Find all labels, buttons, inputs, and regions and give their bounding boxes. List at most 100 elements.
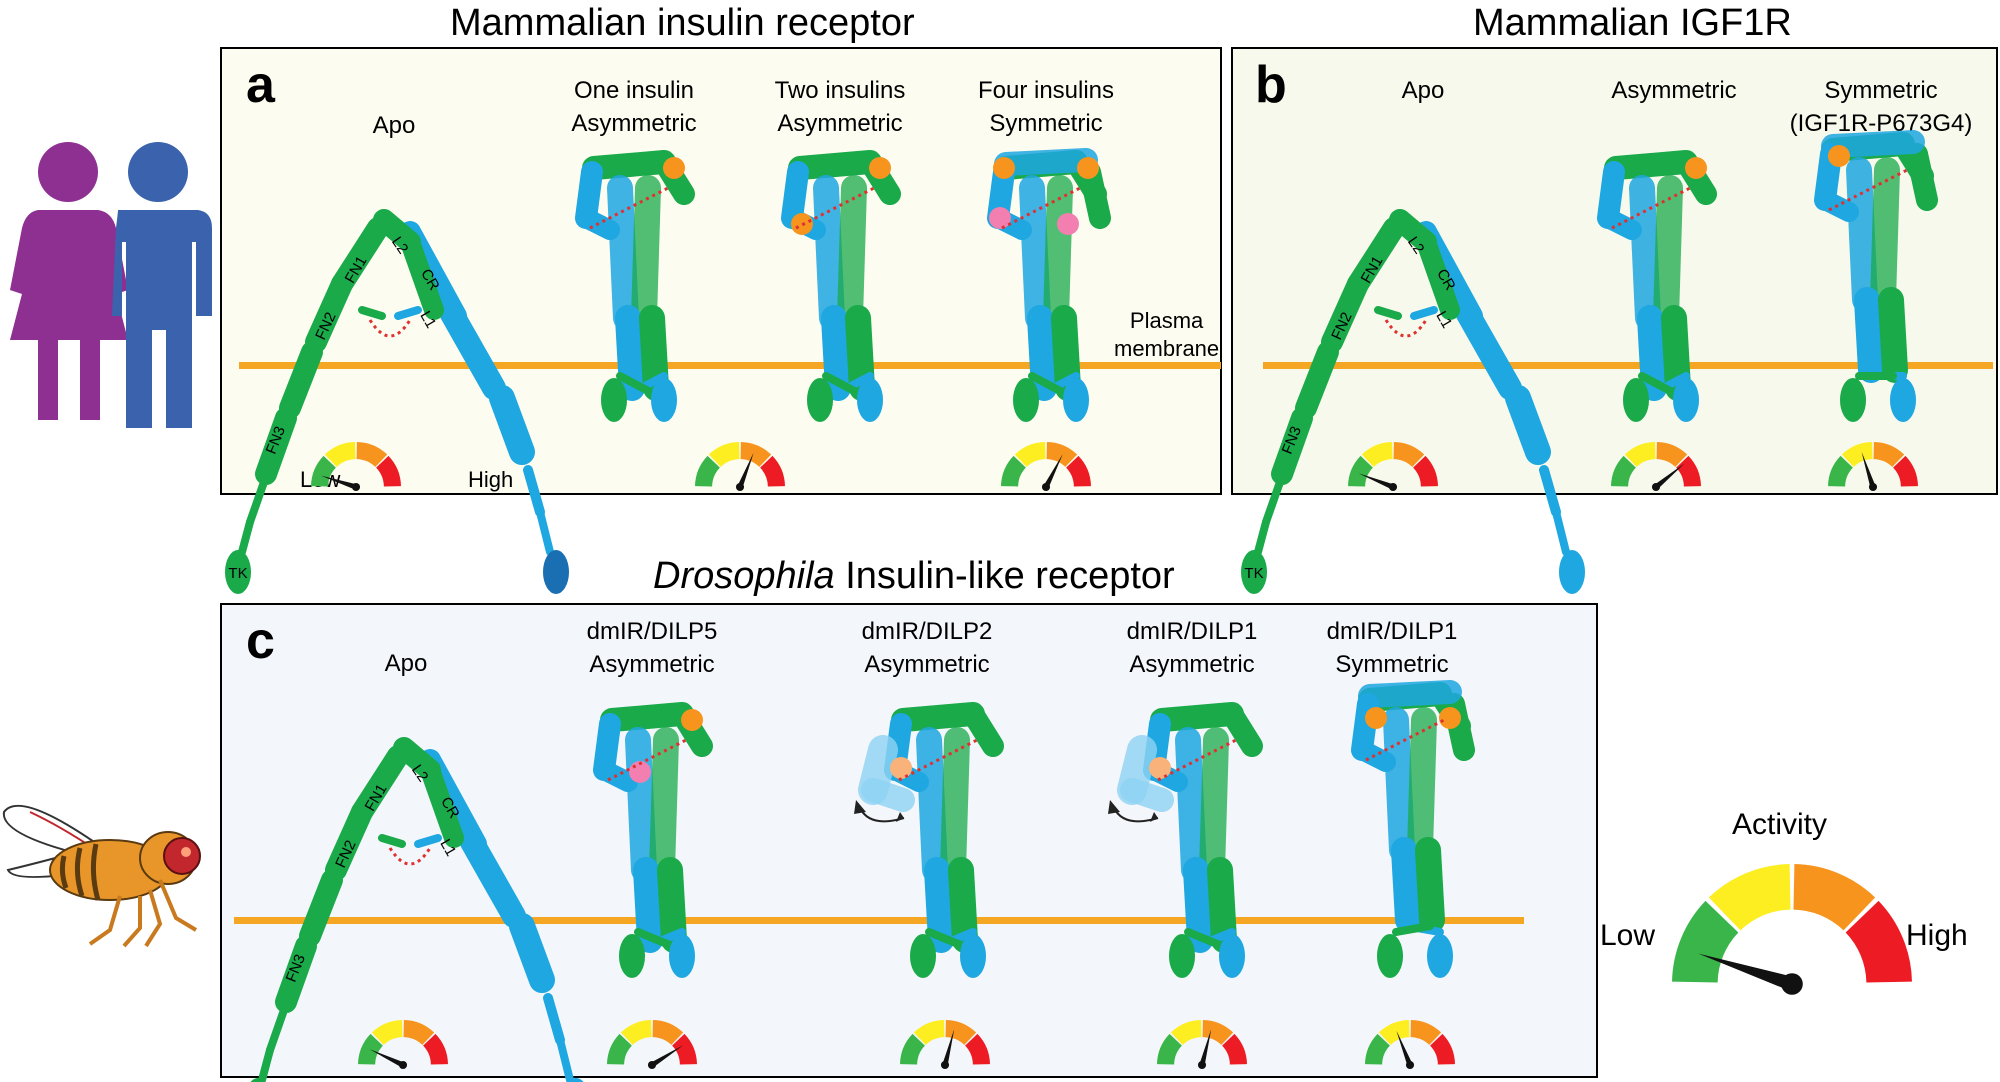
gauge-segment bbox=[1624, 442, 1656, 467]
receptor-segment bbox=[1870, 157, 1900, 313]
receptor-segment bbox=[509, 913, 555, 993]
receptor-segment bbox=[916, 727, 948, 883]
gauge-segment bbox=[1676, 455, 1701, 487]
rotation-arrowheads bbox=[854, 800, 1158, 822]
gauge-needle bbox=[1043, 454, 1063, 489]
receptor-segment bbox=[394, 306, 422, 320]
receptor-segment bbox=[351, 745, 409, 823]
receptor-segment bbox=[325, 801, 373, 881]
receptor-segment bbox=[994, 148, 1098, 176]
domain-label-l1: L1 bbox=[1432, 308, 1455, 331]
domain-label-l2: L2 bbox=[388, 234, 411, 257]
gauge-segment bbox=[1001, 455, 1026, 487]
gauge-segment bbox=[1378, 1020, 1410, 1045]
receptor-segment bbox=[1638, 372, 1680, 398]
gauge-segment bbox=[1046, 442, 1078, 467]
gauge-segment bbox=[965, 1033, 990, 1065]
receptor-segment bbox=[1271, 407, 1313, 485]
gauge-segment bbox=[1656, 442, 1688, 467]
gauge-c-3 bbox=[900, 1020, 990, 1070]
receptor-segment bbox=[822, 372, 864, 398]
receptor-segment bbox=[1183, 857, 1213, 953]
gauge-c-2 bbox=[607, 1020, 697, 1070]
ligand bbox=[1365, 707, 1387, 729]
ligand bbox=[1077, 157, 1099, 179]
gauge-b-3 bbox=[1828, 442, 1918, 492]
gauge-b-2 bbox=[1611, 442, 1701, 492]
receptor-apo bbox=[250, 737, 584, 1082]
disulfide-bond bbox=[607, 738, 687, 782]
disulfide-bond bbox=[1611, 186, 1691, 230]
receptor-segment bbox=[615, 305, 645, 401]
gauge-segment bbox=[1410, 1020, 1442, 1045]
disulfide-bond bbox=[1365, 718, 1445, 762]
gauge-segment bbox=[1708, 864, 1791, 931]
receptor-segment bbox=[1038, 372, 1080, 398]
tk-domain-green bbox=[807, 378, 833, 422]
receptor-segment bbox=[440, 302, 506, 400]
receptor-segment bbox=[1821, 130, 1925, 158]
gauge-segment bbox=[1672, 900, 1739, 983]
receptor-segment bbox=[657, 857, 687, 953]
panel-b-state-apo: Apo bbox=[1401, 77, 1445, 104]
tk-domain-blue bbox=[651, 378, 677, 422]
panel-b-plasma-membrane bbox=[1263, 362, 1993, 369]
receptor-active bbox=[781, 150, 901, 422]
gauge-pivot bbox=[940, 1060, 950, 1070]
gauge-pivot bbox=[1781, 973, 1803, 995]
ligand bbox=[663, 157, 685, 179]
receptor-segment bbox=[924, 857, 954, 953]
gauge-segment bbox=[324, 442, 356, 467]
gauge-segment bbox=[1873, 442, 1905, 467]
receptor-active bbox=[1351, 680, 1475, 978]
receptor-segment bbox=[1028, 372, 1070, 398]
receptor-apo bbox=[1241, 209, 1585, 594]
receptor-segment bbox=[1637, 305, 1667, 401]
gauge-segment bbox=[740, 442, 772, 467]
disulfide-bond bbox=[1384, 319, 1428, 338]
receptor-segment bbox=[616, 372, 658, 398]
gauge-segment bbox=[1430, 1033, 1455, 1065]
gauge-needle bbox=[942, 1029, 955, 1066]
receptor-segment bbox=[832, 372, 874, 398]
receptor-segment bbox=[607, 175, 639, 331]
gauge-b-1 bbox=[1348, 442, 1438, 492]
gauge-pivot bbox=[1197, 1060, 1207, 1070]
gauge-segment bbox=[423, 1033, 448, 1065]
legend-activity-title: Activity bbox=[1732, 808, 1828, 841]
panel-a-plasma-membrane bbox=[239, 362, 1221, 369]
receptor-segment bbox=[266, 1006, 288, 1054]
tk-domain-green bbox=[250, 1078, 266, 1082]
receptor-segment bbox=[1120, 778, 1174, 812]
receptor-segment bbox=[1374, 306, 1402, 320]
disulfide-bond bbox=[1157, 738, 1237, 782]
domain-label-l1: L1 bbox=[436, 836, 459, 859]
gauge-needle bbox=[1199, 1029, 1212, 1066]
gauge-segment bbox=[1365, 1033, 1390, 1065]
receptor-segment bbox=[813, 175, 845, 331]
panel-a-state-apo: Apo bbox=[372, 112, 416, 139]
receptor-segment bbox=[1207, 857, 1237, 953]
gauge-segment bbox=[1413, 455, 1438, 487]
title-mammalian-insulin-receptor: Mammalian insulin receptor bbox=[450, 2, 915, 44]
gauge-pivot bbox=[647, 1060, 657, 1070]
ligand bbox=[1685, 157, 1707, 179]
gauge-segment bbox=[1793, 864, 1876, 931]
gauge-segment bbox=[900, 1033, 925, 1065]
tk-domain-blue bbox=[1427, 934, 1453, 978]
receptor-active bbox=[1597, 150, 1717, 422]
gauge-c-5 bbox=[1365, 1020, 1455, 1070]
receptor-segment bbox=[1043, 175, 1073, 331]
title-drosophila-receptor-text: Insulin-like receptor bbox=[834, 555, 1175, 597]
tk-domain-green bbox=[910, 934, 936, 978]
domain-label-tk: TK bbox=[228, 565, 247, 582]
ligand bbox=[1057, 213, 1079, 235]
receptor-active bbox=[1117, 702, 1263, 978]
receptor-active bbox=[575, 150, 695, 422]
receptor-segment bbox=[1407, 707, 1437, 863]
domain-label-tk: TK bbox=[1244, 565, 1263, 582]
receptor-segment bbox=[891, 702, 985, 732]
